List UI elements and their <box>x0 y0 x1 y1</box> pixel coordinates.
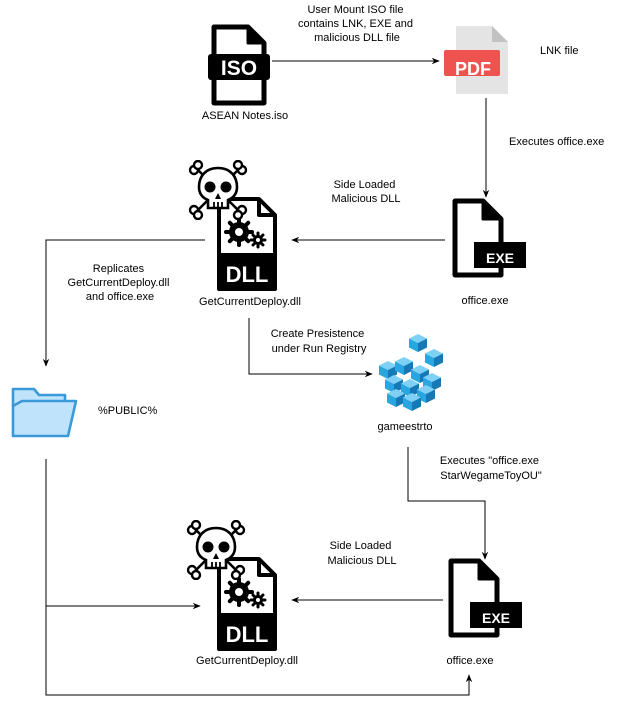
edge-folder-to-office <box>45 606 473 696</box>
iso-badge: ISO <box>221 57 257 80</box>
edge-label-executes-2: Executes "office.exe StarWegameToyOU" <box>440 455 542 482</box>
exe-badge-2: EXE <box>482 610 510 626</box>
edge-label-replicates: Replicates GetCurrentDeploy.dll and offi… <box>68 263 173 303</box>
node-label-dll-1: GetCurrentDeploy.dll <box>199 296 301 308</box>
connectors <box>42 57 490 696</box>
edge-replicates <box>42 239 205 367</box>
skull-crossbones-icon-2 <box>186 520 246 580</box>
node-public-folder: %PUBLIC% <box>11 387 158 438</box>
dll-badge: DLL <box>226 262 269 287</box>
dll-badge-2: DLL <box>226 622 269 647</box>
node-label-office-exe-1: office.exe <box>462 295 509 307</box>
exe-badge: EXE <box>486 250 514 266</box>
pdf-badge: PDF <box>455 59 491 79</box>
node-label-office-exe-2: office.exe <box>447 655 494 667</box>
edge-label-sideload-2: Side Loaded Malicious DLL <box>327 540 396 567</box>
node-label-dll-2: GetCurrentDeploy.dll <box>196 655 298 667</box>
node-office-exe-1: EXE office.exe <box>455 201 526 307</box>
edge-persistence <box>248 318 373 378</box>
node-dll-2: DLL GetCurrentDeploy.dll <box>186 520 298 667</box>
node-registry: gameestrto <box>377 334 443 433</box>
node-label-iso: ASEAN Notes.iso <box>202 110 288 122</box>
node-label-lnk: LNK file <box>540 45 579 57</box>
edge-label-executes-office: Executes office.exe <box>509 136 604 148</box>
edge-folder-to-dll <box>45 459 201 610</box>
edge-label-mount: User Mount ISO file contains LNK, EXE an… <box>298 4 416 44</box>
registry-icon <box>379 334 443 411</box>
node-label-public-folder: %PUBLIC% <box>98 405 158 417</box>
node-lnk: PDF LNK file <box>444 26 579 94</box>
node-dll-1: DLL GetCurrentDeploy.dll <box>188 160 301 308</box>
edge-label-sideload-1: Side Loaded Malicious DLL <box>331 179 400 205</box>
node-label-registry: gameestrto <box>377 421 432 433</box>
edge-executes-2 <box>407 447 489 560</box>
folder-icon <box>11 387 78 438</box>
node-office-exe-2: EXE office.exe <box>447 561 522 667</box>
edge-label-persistence: Create Presistence under Run Registry <box>271 328 368 355</box>
node-iso: ISO ASEAN Notes.iso <box>202 27 288 122</box>
